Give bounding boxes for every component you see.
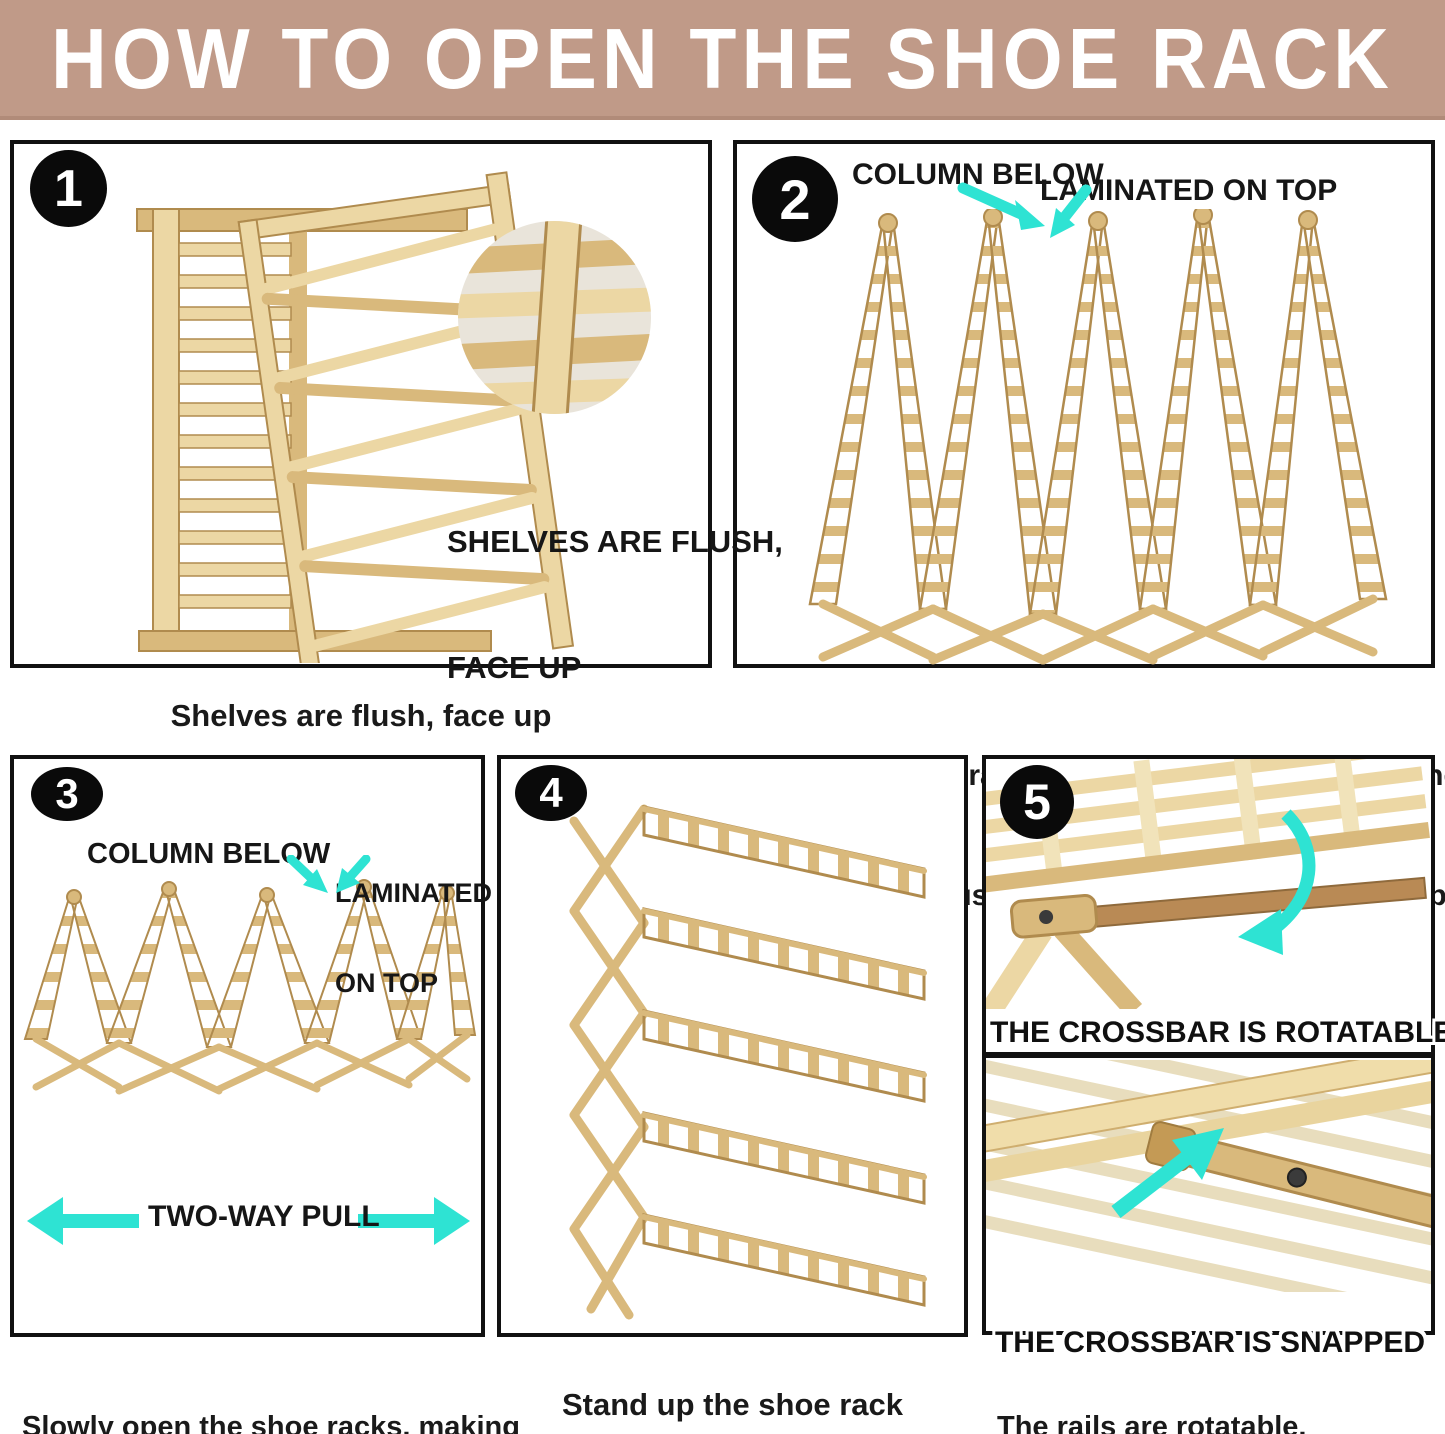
step4-number: 4 (539, 769, 563, 816)
step3-panel (10, 755, 485, 1337)
crossbar-snapped-illustration (986, 1060, 1431, 1292)
standing-shoe-rack-illustration (569, 804, 927, 1320)
arrow-down-left-icon (1050, 184, 1092, 238)
folded-shoe-rack-illustration (136, 171, 575, 663)
step5-note-snapped: THE CROSSBAR IS SNAPPED FLUSH WITH THE L… (990, 1248, 1430, 1434)
step3-label-laminated-line1: LAMINATED (335, 878, 492, 908)
banner: HOW TO OPEN THE SHOE RACK (0, 0, 1445, 120)
arrow-down-left-small-icon (336, 855, 371, 893)
step5-caption-line1: The rails are rotatable, (997, 1411, 1307, 1434)
step1-note-line2: FACE UP (447, 650, 582, 685)
step3-caption-line1: Slowly open the shoe racks, making (22, 1411, 520, 1434)
step3-label-laminated-on-top: LAMINATED ON TOP (335, 818, 492, 1058)
step3-caption: Slowly open the shoe racks, making sure … (22, 1352, 565, 1434)
step5-divider (982, 1052, 1435, 1058)
step2-number-badge: 2 (752, 156, 838, 242)
step1-number: 1 (54, 159, 83, 218)
step1-note-line1: SHELVES ARE FLUSH, (447, 524, 783, 559)
arrow-left-icon (27, 1197, 139, 1245)
accordion-rack-upright-illustration (808, 209, 1388, 665)
step3-label-laminated-line2: ON TOP (335, 968, 439, 998)
step3-label-column-below: COLUMN BELOW (87, 838, 331, 870)
step3-two-way-pull-label: TWO-WAY PULL (148, 1200, 380, 1233)
step2-label-laminated-on-top: LAMINATED ON TOP (1040, 174, 1338, 207)
step1-number-badge: 1 (30, 150, 107, 227)
arrow-down-right-small-icon (286, 855, 328, 893)
arrow-right-icon (358, 1197, 470, 1245)
step1-detail-inset (458, 221, 651, 414)
step3-number: 3 (55, 770, 79, 817)
step5-caption: The rails are rotatable, rotate all rail… (997, 1352, 1445, 1434)
step2-number: 2 (779, 167, 811, 231)
step3-number-badge: 3 (31, 767, 103, 821)
step4-panel (497, 755, 968, 1337)
page-title: HOW TO OPEN THE SHOE RACK (51, 10, 1394, 106)
step1-note: SHELVES ARE FLUSH, FACE UP (447, 437, 783, 773)
step5-number-badge: 5 (1000, 765, 1074, 839)
step5-note-rotatable: THE CROSSBAR IS ROTATABLE (990, 1016, 1445, 1049)
step5-panel (982, 755, 1435, 1335)
crossbar-rotatable-illustration (986, 759, 1430, 1009)
step4-caption: Stand up the shoe rack (561, 1387, 904, 1422)
step1-caption: Shelves are flush, face up (170, 698, 552, 733)
step5-note-snapped-line1: THE CROSSBAR IS SNAPPED (994, 1326, 1426, 1359)
flush-shelf-closeup-illustration (458, 221, 651, 414)
step5-number: 5 (1023, 774, 1051, 830)
step4-number-badge: 4 (515, 765, 587, 821)
arrow-down-right-icon (957, 182, 1045, 230)
step2-panel (733, 140, 1435, 668)
accordion-rack-spread-illustration (23, 879, 477, 1095)
